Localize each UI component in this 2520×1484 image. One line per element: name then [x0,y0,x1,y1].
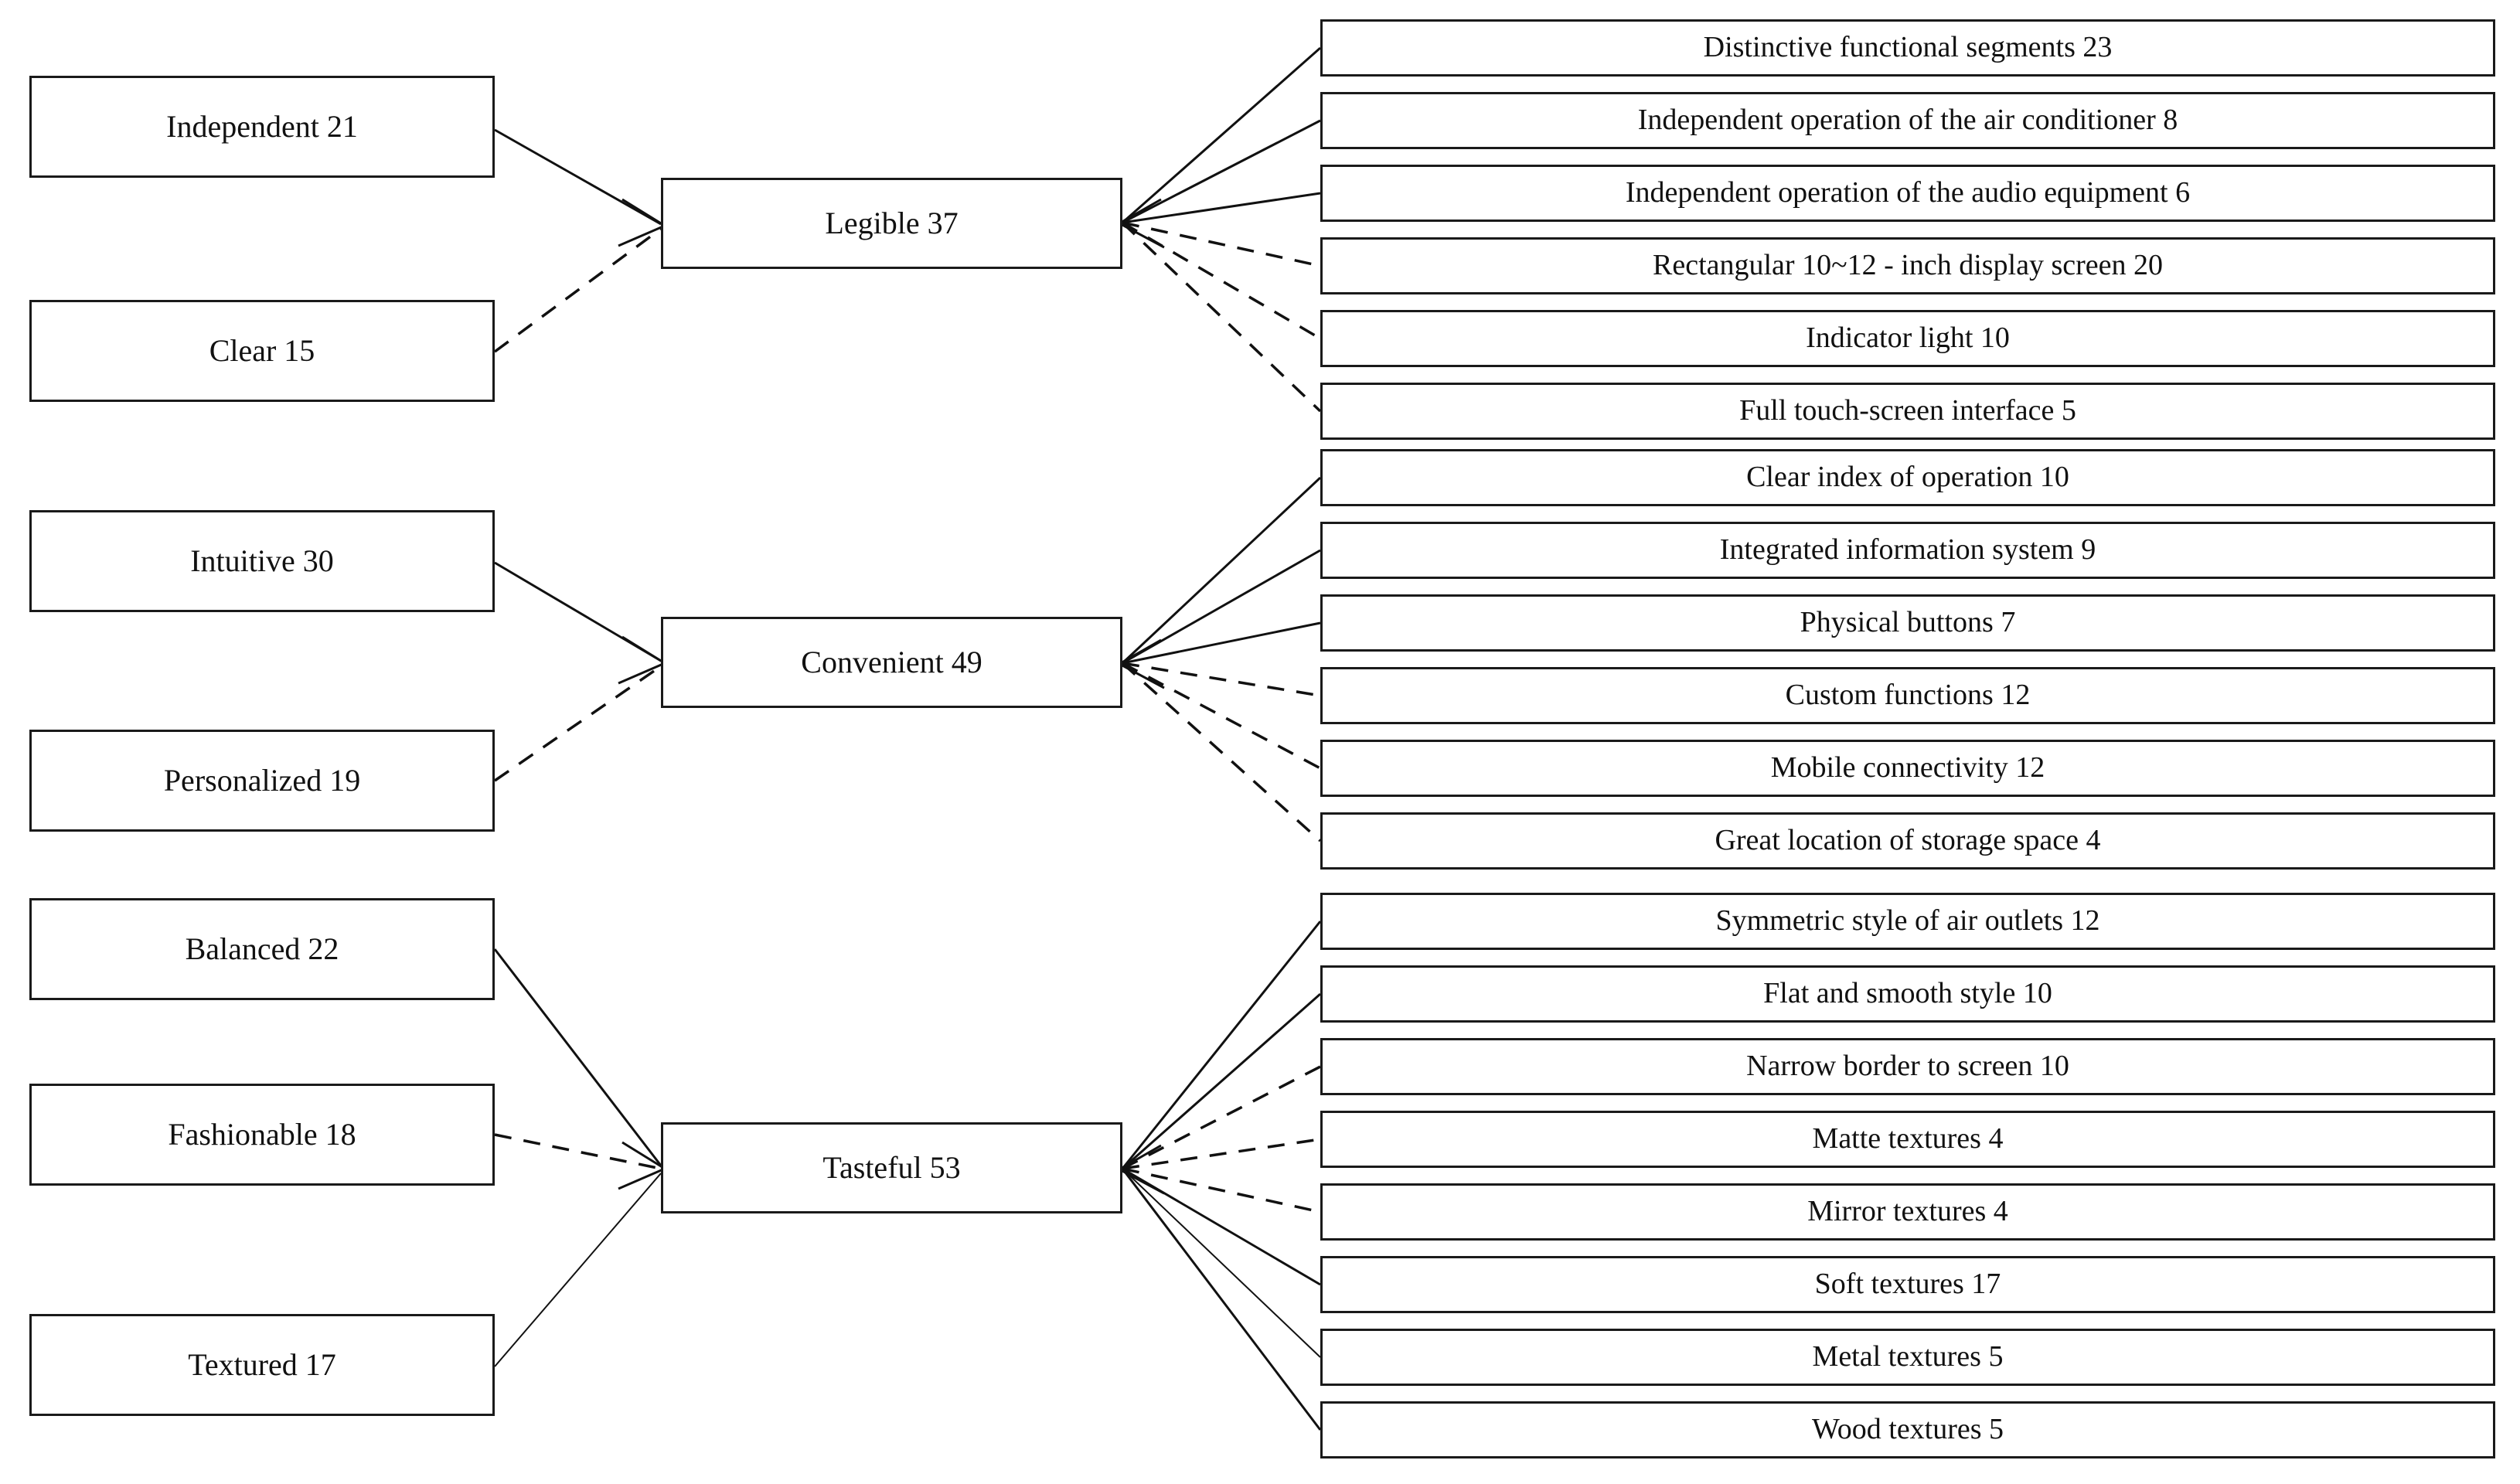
item-box-indicator-light[interactable]: Indicator light 10 [1320,310,2495,367]
link-legible-item-2 [1122,119,1321,224]
category-box-tasteful[interactable]: Tasteful 53 [661,1122,1122,1213]
link-tasteful-item-3 [1122,1065,1321,1170]
item-box-label: Physical buttons 7 [1800,606,2016,639]
link-convenient-item-2 [1122,549,1321,665]
item-box-label: Metal textures 5 [1812,1340,2004,1373]
item-box-physical-buttons[interactable]: Physical buttons 7 [1320,594,2495,652]
item-box-label: Narrow border to screen 10 [1746,1050,2069,1083]
item-box-narrow-border-to-screen[interactable]: Narrow border to screen 10 [1320,1038,2495,1095]
arrowhead-convenient-out [1116,638,1165,689]
item-box-label: Independent operation of the audio equip… [1625,176,2191,209]
link-balanced-tasteful [493,948,662,1166]
link-tasteful-item-8 [1121,1168,1322,1431]
link-convenient-item-6 [1121,662,1322,842]
item-box-symmetric-style-of-air-outlets[interactable]: Symmetric style of air outlets 12 [1320,893,2495,950]
item-box-label: Mirror textures 4 [1807,1195,2008,1228]
source-box-label: Textured 17 [188,1347,336,1382]
arrowhead-tasteful-out [1116,1144,1165,1195]
source-box-independent[interactable]: Independent 21 [29,76,495,178]
link-legible-item-5 [1122,221,1321,340]
item-box-mobile-connectivity[interactable]: Mobile connectivity 12 [1320,740,2495,797]
item-box-matte-textures[interactable]: Matte textures 4 [1320,1111,2495,1168]
link-textured-tasteful [494,1173,662,1367]
item-box-label: Rectangular 10~12 - inch display screen … [1652,249,2164,282]
item-box-label: Indicator light 10 [1806,322,2010,355]
item-box-label: Soft textures 17 [1814,1268,2001,1301]
link-tasteful-item-7 [1122,1168,1321,1358]
item-box-metal-textures[interactable]: Metal textures 5 [1320,1329,2495,1386]
item-box-label: Clear index of operation 10 [1746,461,2069,494]
arrowhead-legible-out [1116,198,1165,249]
source-box-label: Intuitive 30 [190,543,334,578]
item-box-label: Full touch-screen interface 5 [1739,394,2076,427]
link-tasteful-item-6 [1122,1167,1321,1286]
source-box-fashionable[interactable]: Fashionable 18 [29,1084,495,1186]
item-box-label: Integrated information system 9 [1719,533,2096,567]
category-box-label: Tasteful 53 [822,1150,961,1185]
item-box-distinctive-functional-segments[interactable]: Distinctive functional segments 23 [1320,19,2495,77]
item-box-soft-textures[interactable]: Soft textures 17 [1320,1256,2495,1313]
arrowhead-tasteful-in [618,1141,668,1190]
source-box-balanced[interactable]: Balanced 22 [29,898,495,1000]
source-box-personalized[interactable]: Personalized 19 [29,730,495,832]
item-box-independent-operation-air-conditioner[interactable]: Independent operation of the air conditi… [1320,92,2495,149]
item-box-wood-textures[interactable]: Wood textures 5 [1320,1401,2495,1458]
item-box-independent-operation-audio-equipment[interactable]: Independent operation of the audio equip… [1320,165,2495,222]
source-box-label: Balanced 22 [185,931,339,966]
link-convenient-item-4 [1122,662,1321,697]
item-box-mirror-textures[interactable]: Mirror textures 4 [1320,1183,2495,1241]
source-box-label: Personalized 19 [163,763,361,798]
arrowhead-legible-in [618,198,668,247]
item-box-label: Mobile connectivity 12 [1770,751,2045,785]
link-tasteful-item-5 [1122,1167,1321,1213]
source-box-label: Clear 15 [209,333,315,368]
link-independent-legible [494,128,662,226]
source-box-clear[interactable]: Clear 15 [29,300,495,402]
item-box-rectangular-display-screen[interactable]: Rectangular 10~12 - inch display screen … [1320,237,2495,294]
category-box-label: Convenient 49 [801,645,982,679]
item-box-label: Flat and smooth style 10 [1763,977,2052,1010]
item-box-label: Custom functions 12 [1785,679,2031,712]
category-box-label: Legible 37 [825,206,959,240]
source-box-label: Independent 21 [166,109,358,144]
link-fashionable-tasteful [494,1133,662,1170]
link-legible-item-6 [1121,221,1322,413]
link-legible-item-3 [1122,192,1321,224]
item-box-great-location-of-storage-space[interactable]: Great location of storage space 4 [1320,812,2495,870]
source-box-intuitive[interactable]: Intuitive 30 [29,510,495,612]
link-personalized-convenient [494,665,662,782]
link-intuitive-convenient [494,561,662,662]
item-box-label: Independent operation of the air conditi… [1637,104,2178,137]
item-box-clear-index-of-operation[interactable]: Clear index of operation 10 [1320,449,2495,506]
item-box-label: Distinctive functional segments 23 [1703,31,2113,64]
link-tasteful-item-2 [1122,992,1321,1170]
source-box-textured[interactable]: Textured 17 [29,1314,495,1416]
link-convenient-item-1 [1121,476,1322,665]
link-clear-legible [493,227,662,353]
category-box-convenient[interactable]: Convenient 49 [661,617,1122,708]
item-box-label: Matte textures 4 [1812,1122,2004,1156]
link-legible-item-1 [1122,46,1321,224]
item-box-flat-and-smooth-style[interactable]: Flat and smooth style 10 [1320,965,2495,1023]
link-tasteful-item-4 [1122,1138,1321,1170]
item-box-full-touch-screen-interface[interactable]: Full touch-screen interface 5 [1320,383,2495,440]
link-tasteful-item-1 [1121,921,1322,1169]
arrowhead-convenient-in [618,635,668,685]
item-box-integrated-information-system[interactable]: Integrated information system 9 [1320,522,2495,579]
item-box-label: Great location of storage space 4 [1715,824,2101,857]
item-box-label: Symmetric style of air outlets 12 [1715,904,2100,938]
item-box-custom-functions[interactable]: Custom functions 12 [1320,667,2495,724]
source-box-label: Fashionable 18 [168,1117,356,1152]
item-box-label: Wood textures 5 [1811,1413,2004,1446]
link-convenient-item-3 [1122,621,1321,665]
link-convenient-item-5 [1122,662,1321,770]
category-box-legible[interactable]: Legible 37 [661,178,1122,269]
link-legible-item-4 [1122,221,1321,267]
